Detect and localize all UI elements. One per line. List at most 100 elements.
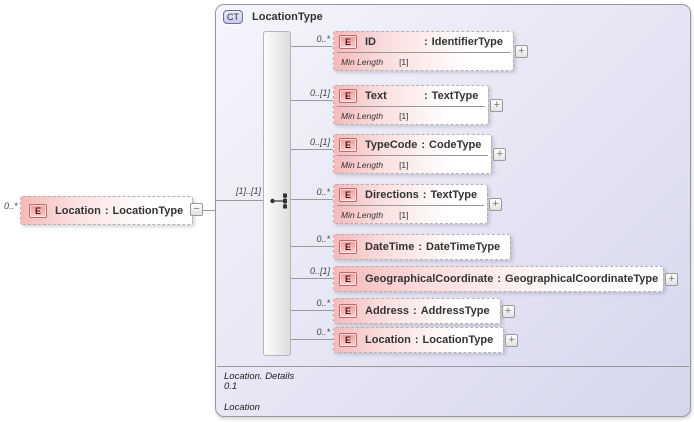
element-type: TextType: [430, 189, 478, 201]
connector-line: [291, 339, 333, 340]
element-type: AddressType: [420, 305, 490, 317]
root-cardinality-label: 0..*: [4, 201, 18, 211]
facet-value: [1]: [399, 159, 409, 170]
complex-type-title: LocationType: [252, 11, 323, 23]
facet-row: Min Length [1]: [337, 52, 510, 70]
element-name: GeographicalCoordinate: [365, 273, 494, 285]
element-name: Directions: [365, 189, 419, 201]
cardinality-label: 0..*: [316, 187, 330, 197]
sequence-icon: [270, 193, 287, 209]
connector: 0..*: [291, 184, 333, 224]
element-node-geographicalcoordinate[interactable]: E GeographicalCoordinate : GeographicalC…: [333, 266, 665, 292]
element-type: DateTimeType: [426, 241, 501, 253]
connector: 0..[1]: [291, 134, 333, 174]
element-icon: E: [339, 304, 357, 318]
child-row-geographicalcoordinate: 0..[1] E GeographicalCoordinate : Geogra…: [291, 266, 679, 292]
footer-annotation-name: Location: [224, 402, 260, 413]
expand-icon[interactable]: +: [501, 304, 515, 318]
facet-name: Min Length: [341, 209, 384, 220]
name-type-separator: :: [418, 241, 422, 253]
child-row-address: 0..* E Address : AddressType +: [291, 298, 515, 324]
element-node-text[interactable]: E Text : TextType Min Length [1]: [333, 85, 490, 125]
element-name: DateTime: [365, 241, 415, 253]
element-node-datetime[interactable]: E DateTime : DateTimeType: [333, 234, 512, 260]
element-type: CodeType: [429, 139, 482, 151]
name-type-separator: :: [421, 139, 426, 151]
facet-value: [1]: [399, 110, 409, 121]
element-icon: E: [339, 272, 357, 286]
cardinality-label: 0..*: [316, 234, 330, 244]
expand-icon[interactable]: +: [665, 272, 679, 286]
footer-annotation-version: 0.1: [224, 381, 238, 392]
connector: 0..[1]: [291, 85, 333, 125]
connector: 0..*: [291, 234, 333, 260]
child-row-location: 0..* E Location : LocationType +: [291, 327, 519, 353]
facet-name: Min Length: [341, 110, 384, 121]
element-type: IdentifierType: [431, 36, 503, 48]
connector-line: [291, 278, 333, 279]
connector-line: [291, 100, 333, 101]
complex-type-header: CT LocationType: [223, 10, 323, 24]
connector: 0..*: [291, 31, 333, 71]
name-type-separator: :: [104, 204, 109, 217]
connector-line: [291, 199, 333, 200]
facet-row: Min Length [1]: [337, 106, 486, 124]
connector: 0..*: [291, 298, 333, 324]
name-type-separator: :: [424, 90, 428, 102]
name-type-separator: :: [424, 36, 428, 48]
facet-name: Min Length: [341, 56, 384, 67]
element-icon: E: [339, 188, 357, 202]
connector: 0..[1]: [291, 266, 333, 292]
connector-line: [291, 149, 333, 150]
footer-annotation-title: Location. Details: [224, 371, 295, 382]
model-cardinality-label: [1]..[1]: [235, 186, 261, 196]
element-node-id[interactable]: E ID : IdentifierType Min Length [1]: [333, 31, 514, 71]
expand-icon[interactable]: +: [493, 147, 507, 161]
complex-type-container: CT LocationType [1]..[1] 0..* E ID: [215, 4, 691, 417]
connector: 0..*: [291, 327, 333, 353]
cardinality-label: 0..[1]: [309, 88, 330, 98]
element-name: Address: [365, 305, 410, 317]
collapse-icon[interactable]: −: [190, 203, 203, 216]
element-node-directions[interactable]: E Directions : TextType Min Length [1]: [333, 184, 489, 224]
expand-icon[interactable]: +: [505, 333, 519, 347]
footer-separator: [217, 366, 689, 367]
complex-type-icon: CT: [223, 10, 243, 24]
element-node-address[interactable]: E Address : AddressType: [333, 298, 501, 324]
element-type: GeographicalCoordinateType: [505, 273, 659, 285]
root-element-name: Location: [55, 204, 101, 217]
element-node-location[interactable]: E Location : LocationType: [333, 327, 505, 353]
model-connector-line: [216, 200, 272, 201]
root-element-type: LocationType: [112, 204, 184, 217]
child-row-typecode: 0..[1] E TypeCode : CodeType Min Length …: [291, 134, 507, 174]
child-row-id: 0..* E ID : IdentifierType Min Length [1…: [291, 31, 528, 71]
name-type-separator: :: [497, 273, 502, 285]
name-type-separator: :: [414, 334, 419, 346]
child-row-text: 0..[1] E Text : TextType Min Length [1] …: [291, 85, 504, 125]
facet-value: [1]: [399, 56, 409, 67]
facet-row: Min Length [1]: [337, 155, 489, 173]
connector-line: [291, 46, 333, 47]
element-icon: E: [339, 35, 357, 49]
element-node-typecode[interactable]: E TypeCode : CodeType Min Length [1]: [333, 134, 493, 174]
expand-icon[interactable]: +: [490, 98, 504, 112]
cardinality-label: 0..*: [316, 34, 330, 44]
child-row-directions: 0..* E Directions : TextType Min Length …: [291, 184, 503, 224]
element-icon: E: [339, 240, 357, 254]
facet-row: Min Length [1]: [337, 205, 485, 223]
element-type: TextType: [431, 90, 479, 102]
child-row-datetime: 0..* E DateTime : DateTimeType: [291, 234, 512, 260]
expand-icon[interactable]: +: [489, 197, 503, 211]
cardinality-label: 0..[1]: [309, 266, 330, 276]
name-type-separator: :: [422, 189, 427, 201]
element-name: Location: [365, 334, 411, 346]
root-element-node[interactable]: E Location : LocationType: [20, 196, 194, 225]
name-type-separator: :: [413, 305, 417, 317]
cardinality-label: 0..[1]: [309, 137, 330, 147]
expand-icon[interactable]: +: [514, 44, 528, 58]
element-icon: E: [339, 138, 357, 152]
facet-value: [1]: [399, 209, 409, 220]
cardinality-label: 0..*: [316, 327, 330, 337]
connector-line: [291, 246, 333, 247]
facet-name: Min Length: [341, 159, 384, 170]
